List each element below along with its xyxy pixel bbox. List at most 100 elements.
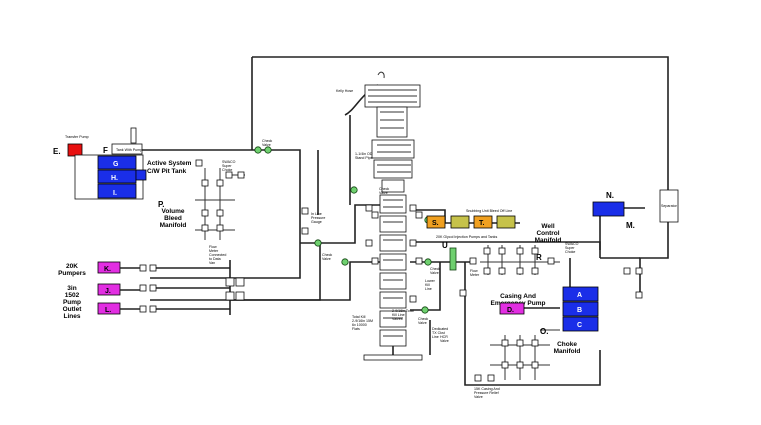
gate-valve-icon (201, 209, 209, 217)
gate-valve-icon (301, 227, 309, 235)
tank-i (97, 183, 137, 199)
gate-valve-icon (365, 239, 373, 247)
separator-label: Separator (661, 204, 678, 208)
snubbing-bleed-off-label: Snubbing Unit Bleed Off Line (466, 209, 512, 213)
pipe-network (130, 56, 669, 386)
gate-valve-icon (415, 211, 423, 219)
gate-valve-icon (483, 267, 491, 275)
tank-small (135, 169, 147, 181)
gate-valve-icon (487, 374, 495, 382)
gate-valve-icon (635, 267, 643, 275)
letter-g: G (113, 161, 119, 168)
gate-valve-icon (516, 361, 524, 369)
gate-valve-icon (409, 204, 417, 212)
gate-valve-icon (139, 284, 147, 292)
casing-tank-a (562, 286, 599, 302)
gate-valve-icon (516, 339, 524, 347)
gate-valve-icon (409, 239, 417, 247)
glycol-tank-a (450, 215, 470, 229)
gate-valve-icon (237, 171, 245, 179)
glycol-injection-pump (449, 247, 457, 271)
valve-green-icon (341, 258, 349, 266)
tank-g (97, 155, 137, 170)
gate-valve-icon (501, 339, 509, 347)
gate-valve-icon (225, 291, 235, 301)
kelly-hose-label: Kelly Hose (336, 89, 353, 93)
letter-h: H. (111, 175, 118, 182)
gate-valve-icon (149, 264, 157, 272)
gate-valve-icon (459, 289, 467, 297)
gate-valve-icon (531, 339, 539, 347)
gate-valve-icon (635, 291, 643, 299)
glycol-injection-label: 20K Glycol Injection Pumps and Tanks (436, 235, 497, 239)
letter-m: M. (626, 221, 635, 230)
letter-t: T. (479, 220, 485, 227)
gate-valve-icon (365, 204, 373, 212)
valve-set (139, 146, 643, 382)
casing-tank-c (562, 316, 599, 332)
casing-tank-b (562, 301, 599, 317)
gate-valve-icon (531, 247, 539, 255)
letter-e: E. (53, 147, 61, 156)
gate-valve-icon (501, 361, 509, 369)
gate-valve-icon (216, 179, 224, 187)
letter-d: D. (507, 307, 514, 314)
gate-valve-icon (216, 224, 224, 232)
gate-valve-icon (235, 277, 245, 287)
letter-s: S. (432, 220, 439, 227)
gate-valve-icon (235, 291, 245, 301)
letter-l: L. (105, 307, 111, 314)
gate-valve-icon (139, 264, 147, 272)
valve-green-icon (350, 186, 358, 194)
gate-valve-icon (531, 361, 539, 369)
letter-a: A (577, 292, 582, 299)
valve-green-icon (421, 306, 429, 314)
gate-valve-icon (195, 159, 203, 167)
active-system-label: Active System (147, 160, 192, 167)
transfer-pump-label: Transfer Pump (65, 135, 89, 139)
transfer-pump-box (67, 143, 83, 157)
gate-valve-icon (371, 257, 379, 265)
cw-pit-tank-label: C/W Pit Tank (147, 168, 187, 175)
gate-valve-icon (225, 171, 233, 179)
glycol-tank-t (473, 215, 493, 229)
glycol-tank-s (426, 215, 446, 229)
letter-c: C (577, 322, 582, 329)
gate-valve-icon (531, 267, 539, 275)
letter-o: O. (540, 327, 548, 336)
letter-n: N. (606, 191, 614, 200)
gate-valve-icon (201, 224, 209, 232)
gate-valve-icon (225, 277, 235, 287)
letter-f: F (103, 146, 108, 155)
separator-n (592, 201, 625, 217)
letter-u: U (442, 241, 448, 250)
valve-green-icon (254, 146, 262, 154)
letter-p: P. (158, 200, 165, 209)
gate-valve-icon (139, 305, 147, 313)
gate-valve-icon (409, 295, 417, 303)
tank-with-pump-label: Tank With Pump (116, 148, 142, 152)
gate-valve-icon (474, 374, 482, 382)
gate-valve-icon (547, 257, 555, 265)
tank-top-valve (130, 127, 137, 144)
separator-vessel (659, 189, 679, 223)
